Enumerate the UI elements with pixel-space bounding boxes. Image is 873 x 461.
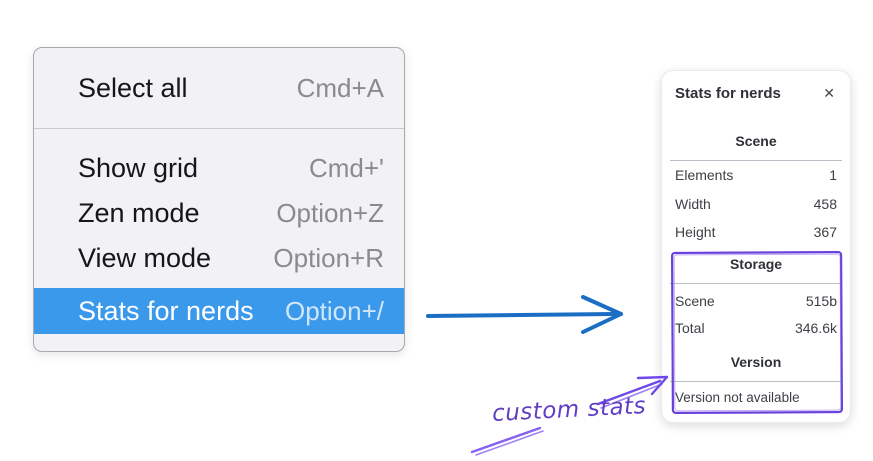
stats-panel: Stats for nerds ✕ Scene Elements 1 Width… — [661, 70, 851, 423]
stat-row-scene-storage: Scene 515b — [675, 288, 837, 315]
context-menu: Select all Cmd+A Show grid Cmd+' Zen mod… — [33, 47, 405, 352]
close-icon: ✕ — [823, 85, 835, 101]
stat-label: Total — [675, 320, 705, 336]
stat-value: 367 — [813, 224, 837, 241]
close-button[interactable]: ✕ — [821, 84, 837, 102]
menu-item-label: Show grid — [78, 153, 199, 183]
menu-group-top: Select all Cmd+A — [34, 48, 404, 128]
blue-arrow — [426, 295, 623, 334]
stat-row-width: Width 458 — [675, 190, 837, 219]
menu-group-bottom: Show grid Cmd+' Zen mode Option+Z View m… — [34, 129, 404, 334]
menu-item-show-grid[interactable]: Show grid Cmd+' — [34, 146, 404, 191]
menu-item-label: Select all — [78, 72, 188, 103]
menu-item-label: Stats for nerds — [78, 295, 254, 326]
custom-stats-tail-stroke — [470, 426, 544, 456]
section-divider — [670, 380, 842, 382]
menu-item-shortcut: Cmd+A — [296, 72, 384, 103]
version-section-header: Version — [730, 353, 782, 370]
stat-value: 458 — [813, 195, 837, 212]
stats-panel-title: Stats for nerds — [675, 84, 781, 102]
scene-section-header: Scene — [735, 133, 777, 149]
storage-section-header: Storage — [729, 255, 783, 272]
stats-panel-header: Stats for nerds ✕ — [675, 83, 837, 103]
stat-value: 1 — [829, 167, 837, 184]
stat-row-total-storage: Total 346.6k — [675, 315, 837, 342]
menu-item-label: Zen mode — [78, 198, 200, 228]
section-divider — [670, 160, 842, 161]
menu-item-zen-mode[interactable]: Zen mode Option+Z — [34, 191, 404, 236]
stat-label: Width — [675, 195, 711, 212]
menu-item-select-all[interactable]: Select all Cmd+A — [34, 48, 404, 128]
stat-value: 515b — [805, 293, 837, 309]
menu-item-label: View mode — [78, 243, 212, 273]
stat-value: 346.6k — [794, 320, 837, 336]
menu-item-shortcut: Option+/ — [284, 295, 384, 326]
section-divider — [670, 282, 842, 284]
custom-stats-label: custom stats — [491, 392, 647, 428]
stat-label: Elements — [675, 167, 734, 184]
stat-label: Height — [675, 224, 716, 241]
menu-separator — [34, 128, 404, 129]
menu-item-stats-for-nerds[interactable]: Stats for nerds Option+/ — [34, 288, 404, 334]
menu-item-shortcut: Option+R — [273, 243, 384, 273]
menu-item-shortcut: Cmd+' — [308, 153, 384, 183]
stat-row-height: Height 367 — [675, 218, 837, 247]
stat-label: Scene — [675, 293, 715, 309]
menu-item-view-mode[interactable]: View mode Option+R — [34, 236, 404, 281]
menu-item-shortcut: Option+Z — [276, 198, 384, 228]
version-note: Version not available — [675, 389, 800, 405]
stat-row-elements: Elements 1 — [675, 161, 837, 190]
